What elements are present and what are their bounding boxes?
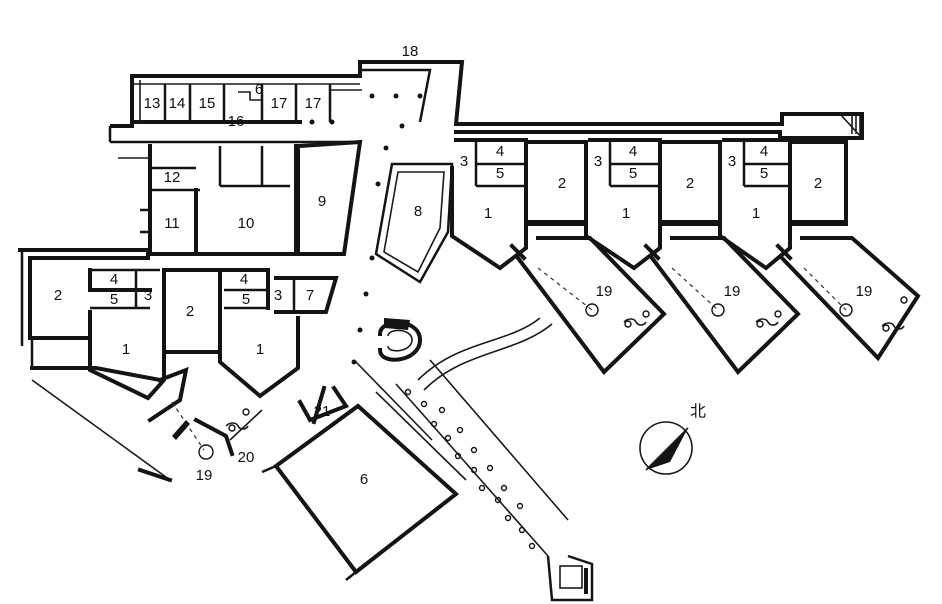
hall-columns — [309, 93, 423, 365]
west-label-5b: 5 — [242, 291, 250, 308]
unit2-label-4: 4 — [629, 143, 637, 160]
room-label-11: 11 — [164, 215, 180, 232]
unit1-label-4: 4 — [496, 143, 504, 160]
west-label-2a: 2 — [54, 287, 62, 304]
room-label-13: 13 — [144, 95, 161, 112]
west-label-19: 19 — [196, 467, 213, 484]
unit3-label-5: 5 — [760, 165, 768, 182]
west-label-2b: 2 — [186, 303, 194, 320]
large-hall — [261, 318, 467, 581]
unit2-label-1: 1 — [622, 205, 630, 222]
unit2-label-5: 5 — [629, 165, 637, 182]
room-labels: 13 14 15 6 16 17 17 18 12 11 10 9 8 3 4 … — [54, 43, 873, 488]
room-label-9: 9 — [318, 193, 326, 210]
label-6-hall: 6 — [360, 471, 368, 488]
west-wing — [18, 248, 339, 483]
east-unit-1 — [450, 138, 667, 376]
central-service-block — [118, 139, 363, 256]
room-label-16: 16 — [228, 113, 245, 130]
west-label-5a: 5 — [110, 291, 118, 308]
unit2-label-3: 3 — [594, 153, 602, 170]
west-label-4b: 4 — [240, 271, 248, 288]
unit3-label-4: 4 — [760, 143, 768, 160]
unit3-label-19: 19 — [856, 283, 873, 300]
west-label-3a: 3 — [144, 287, 152, 304]
walkway — [395, 317, 594, 602]
unit1-label-1: 1 — [484, 205, 492, 222]
unit2-label-19: 19 — [724, 283, 741, 300]
room-label-6-top: 6 — [255, 81, 263, 98]
unit1-label-2: 2 — [558, 175, 566, 192]
north-label: 北 — [690, 402, 706, 421]
west-label-1a: 1 — [122, 341, 130, 358]
unit3-label-2: 2 — [814, 175, 822, 192]
west-label-7: 7 — [306, 287, 314, 304]
west-label-1b: 1 — [256, 341, 264, 358]
unit1-label-5: 5 — [496, 165, 504, 182]
pool — [374, 162, 454, 284]
room-label-10: 10 — [238, 215, 255, 232]
room-label-17a: 17 — [271, 95, 288, 112]
unit2-label-2: 2 — [686, 175, 694, 192]
north-service-block — [108, 60, 864, 144]
label-21: 21 — [314, 403, 331, 420]
label-20: 20 — [238, 449, 255, 466]
unit3-label-3: 3 — [728, 153, 736, 170]
room-label-15: 15 — [199, 95, 216, 112]
east-unit-2 — [584, 138, 801, 376]
room-label-14: 14 — [169, 95, 186, 112]
north-arrow-icon — [639, 421, 693, 475]
room-label-8: 8 — [414, 203, 422, 220]
room-label-12: 12 — [164, 169, 181, 186]
west-label-3b: 3 — [274, 287, 282, 304]
room-label-18: 18 — [402, 43, 419, 60]
west-label-4a: 4 — [110, 271, 118, 288]
room-label-17b: 17 — [305, 95, 322, 112]
east-unit-3 — [718, 138, 921, 362]
unit1-label-19: 19 — [596, 283, 613, 300]
unit1-label-3: 3 — [460, 153, 468, 170]
unit3-label-1: 1 — [752, 205, 760, 222]
